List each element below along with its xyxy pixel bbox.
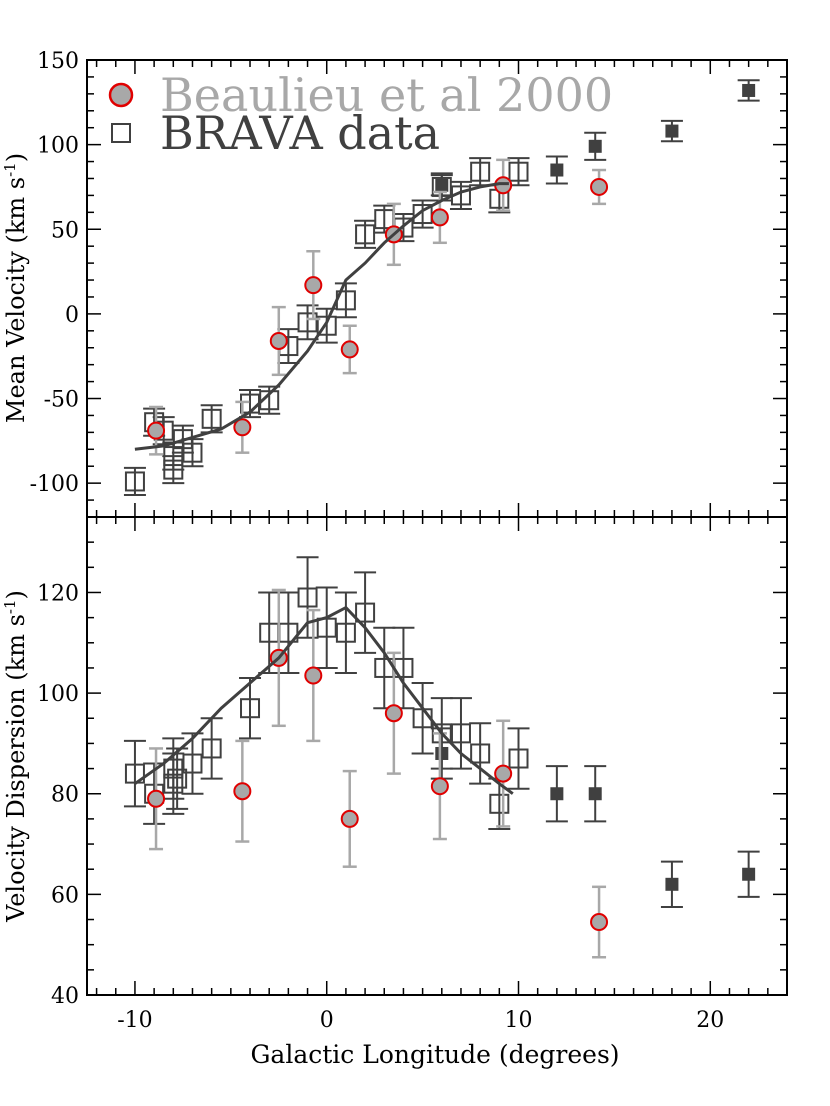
- brava-point: [316, 315, 337, 336]
- beaulieu-point: [340, 809, 359, 828]
- brava-point: [167, 768, 188, 789]
- y-tick-label: 100: [37, 134, 79, 159]
- brava-point: [508, 748, 529, 769]
- brava-point: [240, 698, 261, 719]
- beaulieu-point: [269, 331, 288, 350]
- beaulieu-point: [233, 418, 252, 437]
- y-tick-label: 150: [37, 49, 79, 74]
- brava-filled-point: [742, 83, 756, 97]
- brava-filled-point: [665, 877, 679, 891]
- plot-frame: [86, 516, 788, 996]
- brava-point: [450, 723, 471, 744]
- beaulieu-point: [147, 789, 166, 808]
- brava-point: [508, 161, 529, 182]
- brava-point: [470, 743, 491, 764]
- data-layer: [123, 556, 760, 959]
- beaulieu-point: [590, 913, 609, 932]
- beaulieu-point: [430, 208, 449, 227]
- y-tick-label: 80: [51, 783, 79, 808]
- brava-point: [182, 753, 203, 774]
- x-tick-label: 20: [696, 1008, 724, 1033]
- brava-point: [489, 793, 510, 814]
- legend-brava-marker: [111, 123, 131, 143]
- y-tick-label: 50: [51, 218, 79, 243]
- bottom-panel-velocity-dispersion: 40 60 80 100 120 -10 0 10 20 Velocity Dispersion …: [1, 516, 788, 1033]
- beaulieu-point: [340, 340, 359, 359]
- brava-filled-point: [588, 139, 602, 153]
- beaulieu-point: [304, 666, 323, 685]
- y-axis-label-superscript: -1: [1, 599, 19, 614]
- beaulieu-point: [304, 276, 323, 295]
- brava-point: [182, 442, 203, 463]
- brava-point: [355, 602, 376, 623]
- brava-filled-point: [435, 746, 449, 760]
- x-tick-label: 10: [505, 1008, 533, 1033]
- legend-beaulieu-marker: [108, 82, 134, 108]
- beaulieu-point: [590, 177, 609, 196]
- brava-point: [124, 471, 145, 492]
- y-tick-label: 100: [37, 682, 79, 707]
- legend-label: Beaulieu et al 2000: [160, 68, 613, 122]
- data-layer: [123, 79, 760, 496]
- brava-point: [201, 738, 222, 759]
- beaulieu-point: [430, 777, 449, 796]
- beaulieu-point: [233, 782, 252, 801]
- y-tick-label: 60: [51, 883, 79, 908]
- x-axis-label: Galactic Longitude (degrees): [250, 1040, 619, 1069]
- brava-point: [259, 390, 280, 411]
- beaulieu-point: [494, 764, 513, 783]
- brava-point: [355, 224, 376, 245]
- y-tick-label: 0: [65, 303, 79, 328]
- model-curve: [134, 182, 509, 451]
- y-tick-label: -100: [30, 472, 79, 497]
- brava-filled-point: [588, 787, 602, 801]
- brava-point: [335, 622, 356, 643]
- y-tick-label: 120: [37, 581, 79, 606]
- y-tick-label: 40: [51, 984, 79, 1009]
- y-tick-label: -50: [44, 388, 79, 413]
- brava-filled-point: [435, 178, 449, 192]
- legend-label: BRAVA data: [160, 106, 440, 160]
- brava-filled-point: [665, 124, 679, 138]
- y-axis-label: Velocity Dispersion (km s-1): [1, 590, 30, 923]
- x-tick-label: 0: [320, 1008, 334, 1033]
- beaulieu-point: [384, 704, 403, 723]
- y-axis-label: Mean Velocity (km s-1): [1, 153, 30, 423]
- beaulieu-point: [147, 421, 166, 440]
- model-curve: [134, 605, 514, 795]
- x-tick-label: -10: [117, 1008, 152, 1033]
- brava-point: [163, 773, 184, 794]
- brava-point: [201, 408, 222, 429]
- brava-filled-point: [550, 787, 564, 801]
- brava-filled-point: [742, 867, 756, 881]
- brava-filled-point: [550, 163, 564, 177]
- brava-point: [470, 161, 491, 182]
- y-axis-label-superscript: -1: [1, 162, 19, 177]
- brava-point: [297, 587, 318, 608]
- brava-point: [297, 312, 318, 333]
